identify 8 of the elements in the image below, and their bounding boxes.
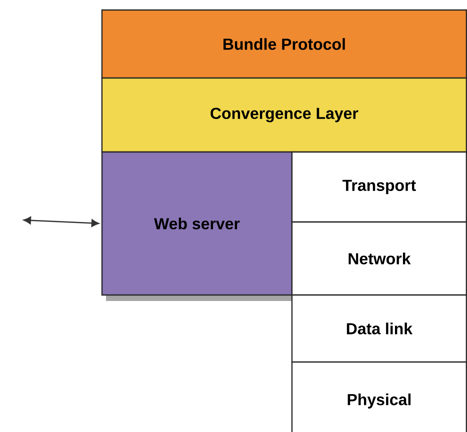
layer-box: Bundle Protocol xyxy=(101,9,467,79)
layer-box: Network xyxy=(291,221,467,296)
layer-box: Data link xyxy=(291,294,467,363)
layer-box: Transport xyxy=(291,151,467,223)
layer-box: Physical xyxy=(291,361,467,432)
layer-box: Convergence Layer xyxy=(101,77,467,153)
server-box: Web server xyxy=(101,151,293,296)
arrow xyxy=(23,216,100,227)
